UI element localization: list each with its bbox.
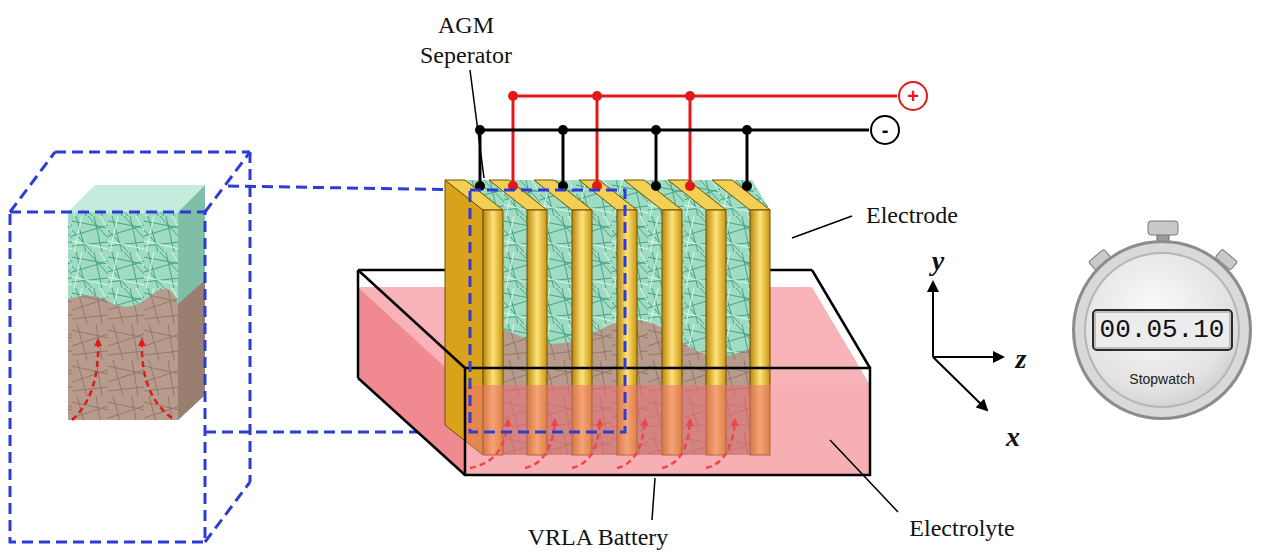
positive-terminal: +	[898, 81, 928, 111]
part-label: Electrolyte	[909, 513, 1014, 543]
part-label: Electrode	[866, 200, 958, 230]
stopwatch: Stopwatch 00.05.10	[1072, 240, 1252, 420]
node-text: +	[907, 86, 919, 106]
part-label: AGM Seperator	[406, 10, 526, 70]
inset-view	[10, 152, 470, 542]
axis-label: y	[932, 243, 944, 278]
node-text: -	[882, 120, 889, 140]
part-label: VRLA Battery	[528, 522, 669, 552]
battery-tray-front	[358, 270, 870, 475]
node-text: 00.05.10	[1100, 315, 1225, 345]
axis-label: x	[1006, 419, 1020, 454]
zoom-frame	[470, 190, 625, 432]
axis-label: z	[1016, 341, 1027, 376]
node-text: Stopwatch	[1129, 371, 1194, 387]
coordinate-axes	[933, 282, 1003, 410]
stopwatch-display: 00.05.10	[1092, 309, 1233, 351]
negative-terminal: -	[870, 115, 900, 145]
terminal-wires	[475, 91, 897, 191]
leader-lines	[470, 70, 898, 520]
